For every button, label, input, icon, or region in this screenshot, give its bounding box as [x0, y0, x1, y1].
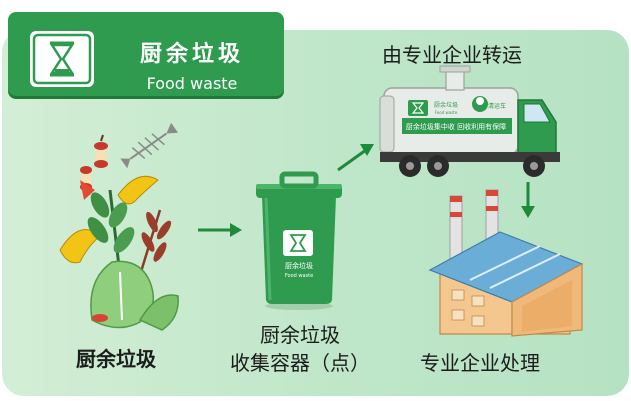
bin-sublabel: Food waste [285, 273, 313, 279]
header-subtitle: Food waste [146, 74, 238, 93]
arrow-to-plant [521, 182, 535, 218]
processing-plant-illustration [428, 189, 584, 337]
bin-label: 厨余垃圾 [285, 261, 313, 270]
truck-panel-sublabel: Food waste [435, 110, 458, 115]
container-label-line1: 厨余垃圾 [260, 323, 340, 347]
food-waste-illustration [59, 122, 179, 331]
container-label-line2: 收集容器（点） [230, 351, 370, 375]
truck-badge: 清运车 [488, 102, 506, 110]
arrow-to-bin [198, 223, 242, 237]
transport-label: 由专业企业转运 [382, 43, 522, 67]
source-label: 厨余垃圾 [76, 347, 156, 371]
processing-label: 专业企业处理 [420, 351, 540, 375]
truck-side-text: 厨余垃圾集中收 回收利用有保障 [406, 122, 506, 131]
hourglass-icon [30, 31, 94, 87]
arrow-to-truck [337, 144, 374, 172]
green-bin-illustration: 厨余垃圾 Food waste [256, 171, 342, 310]
header-badge: 厨余垃圾 Food waste [8, 12, 284, 96]
truck-panel-label: 厨余垃圾 [434, 101, 458, 109]
header-title: 厨余垃圾 [139, 42, 244, 67]
garbage-truck-illustration: 厨余垃圾集中收 回收利用有保障 厨余垃圾 Food waste 清运车 [379, 65, 560, 177]
